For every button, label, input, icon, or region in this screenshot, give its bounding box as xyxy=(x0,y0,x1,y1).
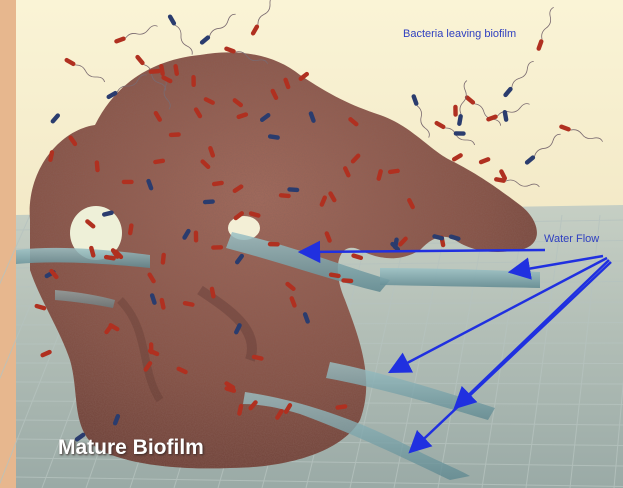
bacterium xyxy=(148,69,160,74)
bacteria-leaving-label: Bacteria leaving biofilm xyxy=(403,27,553,41)
bacterium xyxy=(268,242,280,247)
bacterium xyxy=(203,199,215,204)
diagram-title: Mature Biofilm xyxy=(58,436,204,460)
water-flow-label: Water Flow xyxy=(544,233,599,245)
bacterium xyxy=(453,105,458,117)
bacterium xyxy=(194,230,199,242)
bacterium xyxy=(122,180,134,184)
bacterium xyxy=(211,245,223,250)
bacterium xyxy=(341,278,353,283)
bacterium xyxy=(191,75,196,87)
bacterium xyxy=(149,342,154,354)
left-border xyxy=(0,0,16,488)
bacterium xyxy=(169,132,181,137)
bacterium xyxy=(287,187,299,192)
bacterium xyxy=(454,131,466,136)
